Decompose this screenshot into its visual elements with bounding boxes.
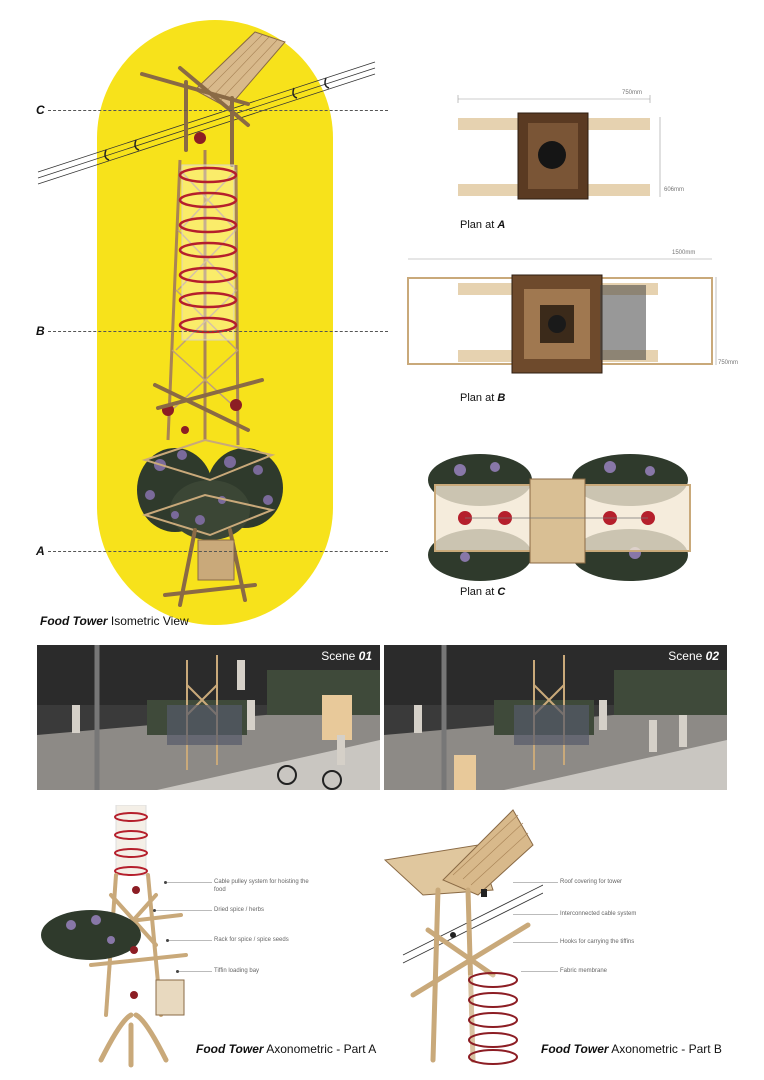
plan-a-drawing <box>457 95 661 200</box>
hook-icon <box>450 889 487 938</box>
plan-b-label: Plan at B <box>460 392 505 404</box>
axo-a-annotation-dried-spice: Dried spice / herbs <box>214 907 265 913</box>
plan-c: Plan at C <box>420 445 700 605</box>
axo-a-annotation-rack: Rack for spice / spice seeds <box>214 937 289 943</box>
scene-02-title: Scene 02 <box>668 649 719 663</box>
axo-a-annotation-pulley: Cable pulley system for hoisting the foo… <box>214 879 309 893</box>
section-label-b: B <box>36 324 45 338</box>
roof-plank <box>194 31 286 109</box>
plan-a-prefix: Plan at <box>460 219 498 231</box>
hook-icon <box>104 77 330 161</box>
scene-01-drawing <box>37 645 380 790</box>
axo-b-annotation-fabric: Fabric membrane <box>560 968 608 974</box>
section-label-a: A <box>36 544 45 558</box>
plan-b-letter: B <box>497 392 506 404</box>
plan-b: 1500mm 750mm Plan at B <box>400 245 755 410</box>
axo-b-caption: Food Tower Axonometric - Part B <box>541 1042 722 1056</box>
section-line-c <box>48 110 388 111</box>
scene-01-number: 01 <box>358 649 372 663</box>
axo-a-caption-bold: Food Tower <box>196 1042 264 1056</box>
plan-b-dim-width: 1500mm <box>672 250 696 256</box>
isometric-caption-bold: Food Tower <box>40 614 108 628</box>
plan-a-dim-width: 750mm <box>622 90 643 96</box>
axo-b-caption-rest: Axonometric - Part B <box>608 1042 722 1056</box>
axo-b-annotation-roof: Roof covering for tower <box>560 879 623 885</box>
axo-b-annotation-cable-system: Interconnected cable system <box>560 911 637 917</box>
axo-a-caption: Food Tower Axonometric - Part A <box>196 1042 376 1056</box>
scene-01-title: Scene 01 <box>321 649 372 663</box>
plan-a-letter: A <box>497 219 506 231</box>
isometric-drawing <box>37 20 376 625</box>
plan-a-label: Plan at A <box>460 219 505 231</box>
scene-02-prefix: Scene <box>668 649 706 663</box>
scene-02-number: 02 <box>705 649 719 663</box>
plan-b-prefix: Plan at <box>460 392 498 404</box>
scene-02-image: Scene 02 <box>384 645 727 790</box>
scene-01-image: Scene 01 <box>37 645 380 790</box>
axo-b-drawing <box>383 809 543 1065</box>
plan-c-label: Plan at C <box>460 586 505 598</box>
plan-c-drawing <box>428 454 691 581</box>
plan-b-dim-depth: 750mm <box>718 360 739 366</box>
isometric-caption-rest: Isometric View <box>107 614 189 628</box>
axo-b-caption-bold: Food Tower <box>541 1042 609 1056</box>
axo-a-annotation-tiffin-bay: Tiffin loading bay <box>214 968 260 974</box>
axo-b-annotation-hooks: Hooks for carrying the tiffins <box>560 939 635 945</box>
scene-02-drawing <box>384 645 727 790</box>
plan-a-dim-depth: 606mm <box>664 187 685 193</box>
section-label-c: C <box>36 103 45 117</box>
plan-c-prefix: Plan at <box>460 586 498 598</box>
plan-c-letter: C <box>497 586 506 598</box>
scene-01-prefix: Scene <box>321 649 359 663</box>
isometric-view: C B A Food Tower Isometric View <box>0 0 400 630</box>
axo-a-drawing <box>41 805 188 1068</box>
axonometric-part-a: Cable pulley system for hoisting the foo… <box>36 805 381 1075</box>
plan-a: 750mm 606mm Plan at A <box>440 85 750 235</box>
isometric-caption: Food Tower Isometric View <box>40 614 189 628</box>
section-line-a <box>48 551 388 552</box>
axonometric-part-b: Roof covering for tower Interconnected c… <box>383 805 753 1075</box>
plan-b-drawing <box>407 258 717 374</box>
section-line-b <box>48 331 388 332</box>
axo-a-caption-rest: Axonometric - Part A <box>263 1042 377 1056</box>
